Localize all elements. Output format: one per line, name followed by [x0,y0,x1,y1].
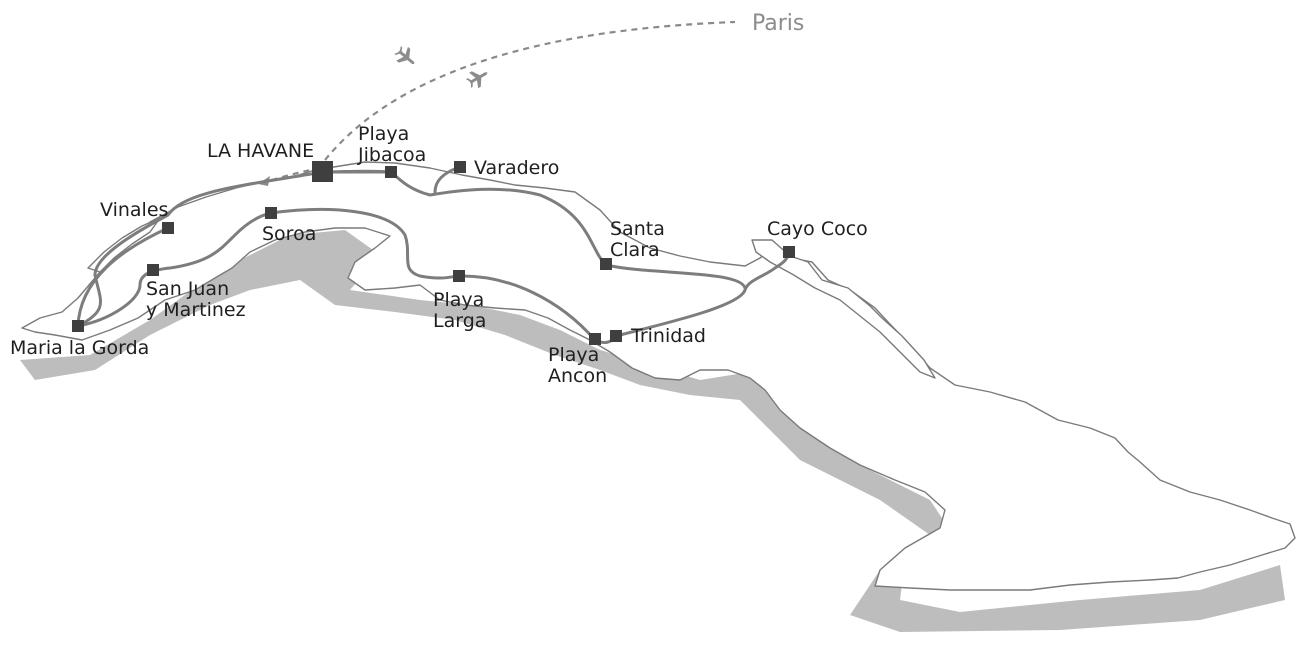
airplane-icon [465,71,488,89]
stop-maria-la-gorda [72,320,84,332]
airplane-icon [394,46,415,65]
stop-san-juan [147,264,159,276]
stop-playa-ancon [589,333,601,345]
label-san-juan-2: y Martinez [146,299,246,321]
route-trinidad-cayococo [614,250,791,338]
label-paris: Paris [752,11,804,36]
label-san-juan-1: San Juan [146,278,229,300]
label-maria-la-gorda: Maria la Gorda [10,337,149,359]
stop-playa-jibacoa [385,166,397,178]
label-santa-clara-2: Clara [610,239,660,261]
route-havana-vinales [76,170,324,328]
flight-path [324,20,736,161]
label-cayo-coco: Cayo Coco [767,218,868,240]
route-vinales-maria [76,226,170,328]
cuba-island [21,161,1296,591]
stop-cayo-coco [783,246,795,258]
label-trinidad: Trinidad [630,325,706,347]
label-playa-larga-2: Larga [433,310,486,332]
label-playa-jibacoa-2: Jibacoa [357,144,426,166]
route-larga-ancon [457,274,597,342]
label-playa-ancon-2: Ancon [548,365,607,387]
label-la-havane: LA HAVANE [207,140,314,162]
label-soroa: Soroa [262,223,316,245]
stop-varadero [454,161,466,173]
route-soroa-larga [269,208,461,280]
label-playa-larga-1: Playa [433,289,484,311]
stop-santa-clara [600,258,612,270]
stop-la-havane [312,161,333,182]
label-varadero: Varadero [474,157,559,179]
stop-playa-larga [453,270,465,282]
northern-keys [751,239,936,379]
label-vinales: Vinales [100,199,168,221]
label-playa-ancon-1: Playa [548,344,599,366]
label-santa-clara-1: Santa [610,218,665,240]
route-maria-sanjuan [76,211,273,328]
stop-trinidad [610,330,622,342]
stop-vinales [162,222,174,234]
label-playa-jibacoa-1: Playa [358,123,409,145]
stop-soroa [265,207,277,219]
